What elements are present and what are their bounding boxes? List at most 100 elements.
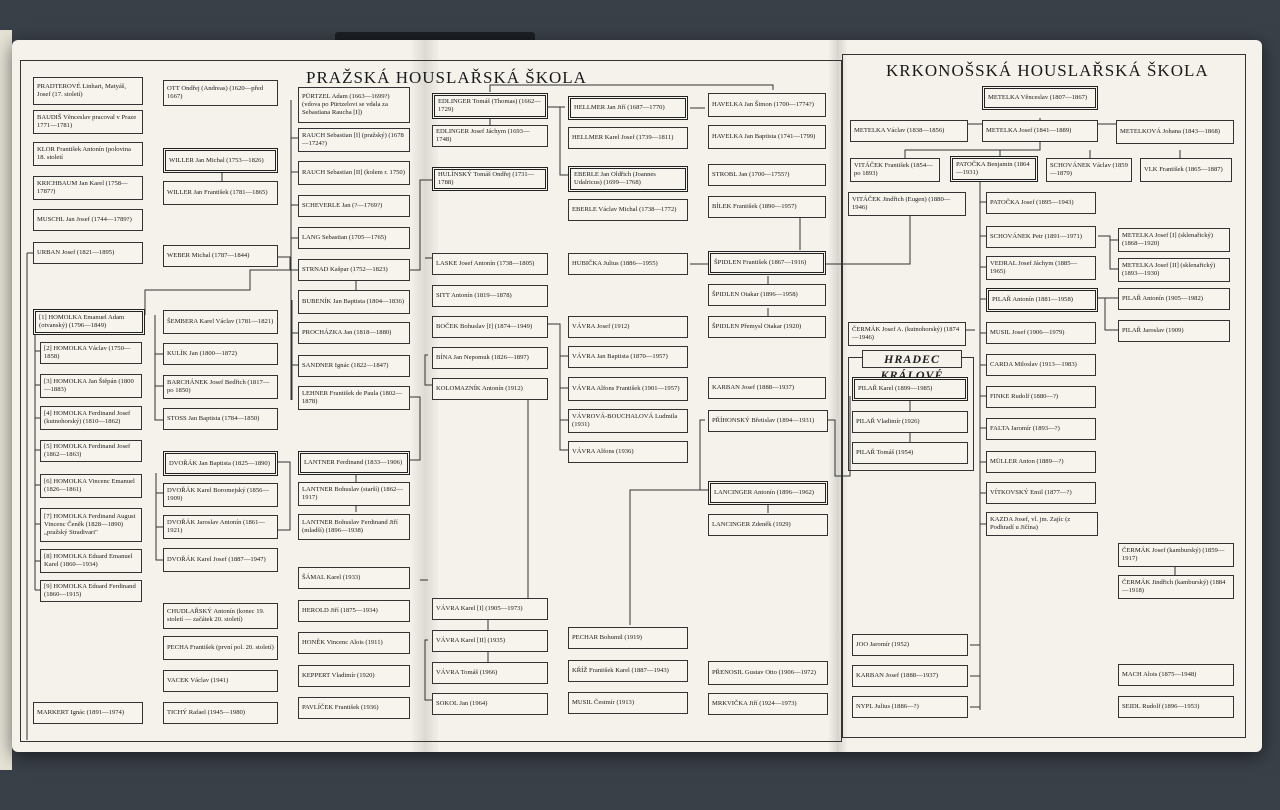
node-spidlen-2: ŠPIDLEN Otakar (1896—1958) [708, 284, 826, 306]
node-edlinger-2: EDLINGER Josef Jáchym (1693—1748) [432, 125, 548, 147]
prague-school-title: PRAŽSKÁ HOUSLAŘSKÁ ŠKOLA [306, 68, 587, 87]
node-pechar: PECHAR Bohumil (1919) [568, 627, 688, 649]
node-sembera: ŠEMBERA Karel Václav (1781—1821) [163, 310, 278, 334]
node-honek: HONĚK Vincenc Alois (1911) [298, 632, 410, 654]
node-vavra-alfons-frantisek: VÁVRA Alfons František (1901—1957) [568, 377, 688, 401]
node-falta: FALTA Jaromír (1893—?) [986, 418, 1096, 440]
node-sitt: SITT Antonín (1819—1878) [432, 285, 548, 307]
node-finke: FINKE Rudolf (1880—?) [986, 386, 1096, 408]
node-vitkovsky: VÍTKOVSKÝ Emil (1877—?) [986, 482, 1096, 504]
node-homolka-9: [9] HOMOLKA Eduard Ferdinand (1860—1915) [40, 580, 142, 602]
node-vavrova-bouchalova: VÁVROVÁ-BOUCHALOVÁ Ludmila (1931) [568, 409, 688, 433]
node-kriz: KŘÍŽ František Karel (1887—1943) [568, 660, 688, 682]
node-vitacek-jindrich: VITÁČEK Jindřich (Eugen) (1880—1946) [848, 192, 966, 216]
node-seidl: SEIDL Rudolf (1896—1953) [1118, 696, 1234, 718]
node-pradterove: PRADTEROVÉ Linhart, Matyáš, Josef (17. s… [33, 77, 143, 105]
node-vavra-alfons: VÁVRA Alfons (1936) [568, 441, 688, 463]
node-ott: OTT Ondřej (Andreas) (1620—před 1667) [163, 80, 278, 106]
node-karban-josef: KARBAN Josef (1888—1937) [708, 377, 826, 399]
node-tichy: TICHÝ Rafael (1945—1980) [163, 702, 278, 724]
node-havelka-1: HAVELKA Jan Šimon (1700—1774?) [708, 93, 826, 117]
node-lang: LANG Sebastian (1705—1765) [298, 227, 410, 249]
node-stoss: STOSS Jan Baptista (1784—1850) [163, 408, 278, 430]
node-pilar-karel: PILAŘ Karel (1899—1985) [852, 377, 968, 401]
node-willer-1: WILLER Jan Michal (1753—1826) [163, 148, 278, 173]
left-page-edge [0, 30, 12, 770]
node-pavlicek: PAVLÍČEK František (1936) [298, 697, 410, 719]
node-pecha: PECHA František (první pol. 20. století) [163, 636, 278, 660]
node-prenosil: PŘENOSIL Gustav Otto (1906—1972) [708, 661, 828, 685]
node-schovanek-petr: SCHOVÁNEK Petr (1891—1971) [986, 226, 1096, 248]
node-metelka-josef-1: METELKA Josef [I] (sklenařický) (1868—19… [1118, 228, 1230, 252]
node-lantner-3: LANTNER Bohuslav Ferdinand Jiří (mladší)… [298, 514, 410, 540]
node-homolka-8: [8] HOMOLKA Eduard Emanuel Karel (1860—1… [40, 549, 142, 573]
node-spidlen-1: ŠPIDLEN František (1867—1916) [708, 251, 826, 275]
node-lancinger-1: LANCINGER Antonín (1896—1962) [708, 481, 828, 505]
node-karban-josef-2: KARBAN Josef (1888—1937) [852, 665, 968, 687]
node-metelka-josef: METELKA Josef (1841—1889) [982, 120, 1098, 142]
node-vavra-karel-1: VÁVRA Karel [I] (1905—1973) [432, 598, 548, 620]
node-homolka-3: [3] HOMOLKA Jan Štěpán (1800—1883) [40, 374, 142, 398]
node-cermak-jindrich-kamb: ČERMÁK Jindřich (kamburský) (1884—1918) [1118, 575, 1234, 599]
node-homolka-6: [6] HOMOLKA Vincenc Emanuel (1826—1861) [40, 474, 142, 498]
node-homolka-4: [4] HOMOLKA Ferdinand Josef (kutnohorský… [40, 406, 142, 430]
node-dvorak-4: DVOŘÁK Karel Josef (1887—1947) [163, 548, 278, 572]
node-edlinger-1: EDLINGER Tomáš (Thomas) (1662—1729) [432, 93, 548, 119]
node-spidlen-3: ŠPIDLEN Přemysl Otakar (1920) [708, 316, 826, 338]
node-vavra-josef: VÁVRA Josef (1912) [568, 316, 688, 338]
node-musil-cestmir: MUSIL Čestmír (1913) [568, 692, 688, 714]
krkonose-school-title: KRKONOŠSKÁ HOUSLAŘSKÁ ŠKOLA [886, 61, 1209, 80]
node-pilar-vladimir: PILAŘ Vladimír (1926) [852, 411, 968, 433]
node-dvorak-1: DVOŘÁK Jan Baptista (1825—1890) [163, 451, 278, 476]
node-muller: MÜLLER Anton (1889—?) [986, 451, 1096, 473]
node-vavra-jan-baptista: VÁVRA Jan Baptista (1870—1957) [568, 346, 688, 368]
node-laske: LASKE Josef Antonín (1738—1805) [432, 253, 548, 275]
node-eberle-2: EBERLE Václav Michal (1738—1772) [568, 199, 688, 221]
node-musil-josef: MUSIL Josef (1906—1979) [986, 322, 1096, 344]
node-strnad: STRNAD Kašpar (1752—1823) [298, 259, 410, 281]
node-bilek: BÍLEK František (1890—1957) [708, 196, 826, 218]
node-homolka-7: [7] HOMOLKA Ferdinand August Vincenc Čen… [40, 508, 142, 542]
node-bina: BÍNA Jan Nepomuk (1826—1897) [432, 347, 548, 369]
node-samal: ŠÁMAL Karel (1933) [298, 567, 410, 589]
node-schovanek-vaclav: SCHOVÁNEK Václav (1859—1879) [1046, 158, 1132, 182]
node-krichbaum: KRICHBAUM Jan Karel (1758—1787?) [33, 176, 143, 200]
node-muschl: MUSCHL Jan Josef (1744—1789?) [33, 209, 143, 231]
node-nypl: NYPL Julius (1886—?) [852, 696, 968, 718]
node-eberle-1: EBERLE Jan Oldřich (Joannes Udalricus) (… [568, 166, 688, 192]
node-dvorak-2: DVOŘÁK Karel Boromejský (1856—1909) [163, 483, 278, 507]
node-homolka-1: [1] HOMOLKA Emanuel Adam (otvanský) (179… [33, 309, 145, 335]
node-pilar-antonin: PILAŘ Antonín (1881—1958) [986, 288, 1098, 312]
node-bubenik: BUBENÍK Jan Baptista (1804—1836) [298, 290, 410, 314]
node-mrkvicka: MRKVIČKA Jiří (1924—1973) [708, 693, 828, 715]
node-weber: WEBER Michal (1787—1844) [163, 245, 278, 267]
node-scheverle: SCHEVERLE Jan (?—1769?) [298, 195, 410, 217]
node-metelka-vaclav: METELKA Václav (1838—1856) [850, 120, 968, 142]
node-klor: KLOR František Antonín (polovina 18. sto… [33, 142, 143, 166]
node-hubicka: HUBIČKA Julius (1886—1955) [568, 253, 688, 275]
node-markert: MARKERT Ignác (1891—1974) [33, 702, 143, 724]
node-mach: MACH Alois (1875—1948) [1118, 664, 1234, 686]
node-metelkova: METELKOVÁ Johana (1843—1868) [1116, 120, 1234, 144]
hradec-kralove-label: HRADEC KRÁLOVÉ [862, 350, 962, 382]
node-strobl: STROBL Jan (1700—1755?) [708, 164, 826, 186]
node-havelka-2: HAVELKA Jan Baptista (1741—1799) [708, 125, 826, 149]
prague-school-frame [20, 60, 842, 742]
node-patocka-josef: PATOČKA Josef (1895—1943) [986, 192, 1096, 214]
node-pilar-jaroslav: PILAŘ Jaroslav (1909) [1118, 320, 1230, 342]
node-lancinger-2: LANCINGER Zdeněk (1929) [708, 514, 828, 536]
node-homolka-2: [2] HOMOLKA Václav (1750—1858) [40, 342, 142, 364]
node-vacek: VACEK Václav (1941) [163, 670, 278, 692]
node-vavra-tomas: VÁVRA Tomáš (1966) [432, 662, 548, 684]
node-carda: CARDA Miloslav (1913—1983) [986, 354, 1096, 376]
node-lantner-2: LANTNER Bohuslav (starší) (1862—1917) [298, 482, 410, 506]
node-kazda: KAZDA Josef, vl. jm. Zajíc (z Podhradí u… [986, 512, 1098, 536]
node-herold: HEROLD Jiří (1875—1934) [298, 600, 410, 622]
node-vavra-karel-2: VÁVRA Karel [II] (1935) [432, 630, 548, 652]
node-metelka-josef-2: METELKA Josef [II] (sklenařický) (1893—1… [1118, 258, 1230, 282]
node-hellmer-2: HELLMER Karel Josef (1739—1811) [568, 127, 688, 149]
node-hellmer-1: HELLMER Jan Jiří (1687—1770) [568, 96, 688, 120]
node-metelka-venceslav: METELKA Věnceslav (1807—1867) [982, 86, 1098, 110]
node-vedral: VEDRAL Josef Jáchym (1885—1965) [986, 256, 1096, 280]
node-vlk: VLK František (1865—1887) [1140, 158, 1232, 182]
